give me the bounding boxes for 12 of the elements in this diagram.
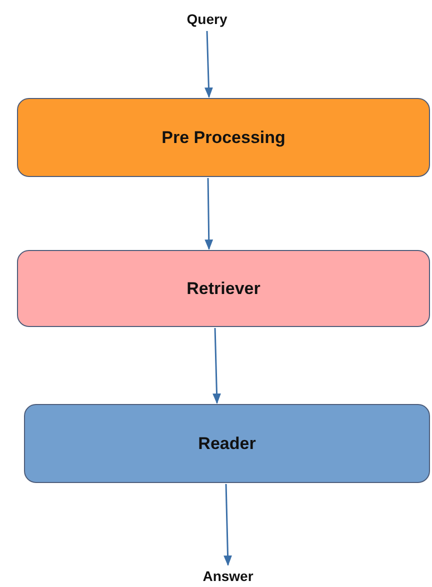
node-label: Retriever: [186, 278, 260, 298]
arrow: [212, 328, 221, 404]
node-label: Answer: [202, 568, 254, 584]
arrow: [224, 484, 232, 566]
process-box: [17, 98, 430, 177]
process-box: [24, 404, 430, 483]
arrow: [204, 178, 214, 250]
node-label: Reader: [198, 434, 256, 454]
node-label: Query: [186, 11, 228, 27]
process-box: [17, 250, 430, 327]
arrow: [204, 30, 213, 98]
node-label: Pre Processing: [162, 128, 286, 148]
